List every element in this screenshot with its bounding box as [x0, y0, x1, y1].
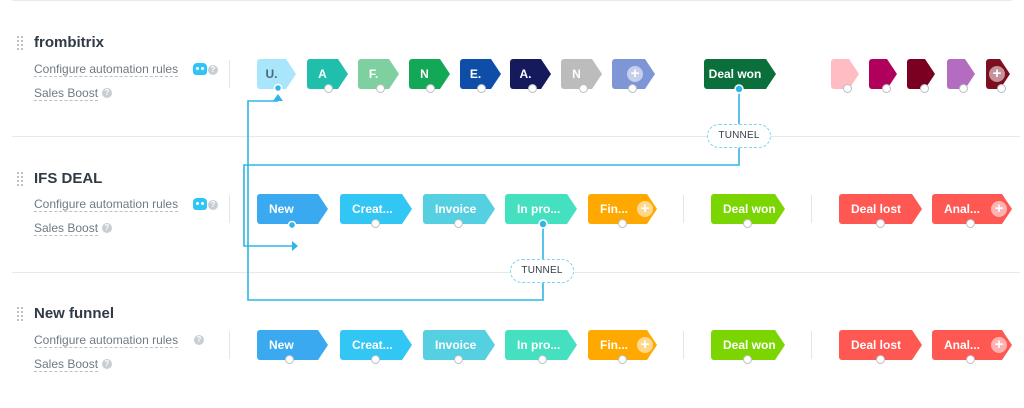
drag-handle-icon[interactable]	[17, 307, 25, 321]
stage-0[interactable]: U.	[257, 59, 296, 89]
stage-in-progress[interactable]: In pro...	[505, 194, 577, 224]
tunnel-badge[interactable]: TUNNEL	[707, 124, 771, 148]
configure-automation-link[interactable]: Configure automation rules	[34, 333, 179, 348]
stage-new[interactable]: New	[257, 330, 328, 360]
connector-dot[interactable]	[285, 355, 294, 364]
stage-deal-won[interactable]: Deal won	[704, 59, 776, 89]
funnel-ifs-deal: IFS DEAL Configure automation rules ? Sa…	[0, 136, 1024, 272]
connector-dot[interactable]	[324, 84, 333, 93]
connector-dot[interactable]	[528, 84, 537, 93]
help-icon[interactable]: ?	[208, 65, 218, 75]
connector-dot[interactable]	[371, 219, 380, 228]
connector-dot[interactable]	[743, 219, 752, 228]
plus-icon[interactable]: +	[991, 337, 1007, 353]
connector-dot[interactable]	[618, 355, 627, 364]
connector-dot[interactable]	[997, 84, 1006, 93]
connector-dot[interactable]	[454, 355, 463, 364]
sales-boost-link[interactable]: Sales Boost	[34, 357, 99, 372]
top-divider	[12, 0, 1012, 1]
funnel-new-funnel: New funnel Configure automation rules ? …	[0, 272, 1024, 408]
connector-dot[interactable]	[876, 219, 885, 228]
connector-dot[interactable]	[876, 355, 885, 364]
stage-new[interactable]: New	[257, 194, 328, 224]
funnel-title: frombitrix	[34, 34, 105, 51]
configure-automation-link[interactable]: Configure automation rules	[34, 197, 179, 212]
help-icon[interactable]: ?	[102, 359, 112, 369]
connector-dot[interactable]	[454, 219, 463, 228]
connector-dot[interactable]	[538, 355, 547, 364]
sales-boost-link[interactable]: Sales Boost	[34, 86, 99, 101]
robot-icon	[193, 198, 207, 210]
connector-dot[interactable]	[843, 84, 852, 93]
funnel-frombitrix: frombitrix Configure automation rules ? …	[0, 0, 1024, 136]
divider	[683, 331, 684, 359]
divider	[683, 195, 684, 223]
help-icon[interactable]: ?	[102, 223, 112, 233]
divider	[811, 331, 812, 359]
plus-icon[interactable]: +	[637, 337, 653, 353]
help-icon[interactable]: ?	[208, 200, 218, 210]
connector-dot[interactable]	[477, 84, 486, 93]
connector-dot[interactable]	[376, 84, 385, 93]
connector-dot[interactable]	[966, 355, 975, 364]
connector-dot[interactable]	[371, 355, 380, 364]
divider	[229, 60, 230, 88]
connector-dot[interactable]	[920, 84, 929, 93]
connector-dot[interactable]	[628, 84, 637, 93]
plus-icon[interactable]: +	[989, 66, 1005, 82]
robot-icon	[193, 63, 207, 75]
sales-boost-link[interactable]: Sales Boost	[34, 221, 99, 236]
drag-handle-icon[interactable]	[17, 36, 25, 50]
connector-dot[interactable]	[882, 84, 891, 93]
connector-dot[interactable]	[579, 84, 588, 93]
funnel-title: IFS DEAL	[34, 170, 103, 187]
connector-dot[interactable]	[426, 84, 435, 93]
help-icon[interactable]: ?	[194, 335, 204, 345]
plus-icon[interactable]: +	[627, 66, 643, 82]
divider	[229, 195, 230, 223]
divider	[811, 195, 812, 223]
configure-automation-link[interactable]: Configure automation rules	[34, 62, 179, 77]
drag-handle-icon[interactable]	[17, 172, 25, 186]
connector-dot[interactable]	[618, 219, 627, 228]
divider	[229, 331, 230, 359]
plus-icon[interactable]: +	[637, 201, 653, 217]
connector-dot[interactable]	[959, 84, 968, 93]
tunnel-badge[interactable]: TUNNEL	[510, 259, 574, 283]
connector-dot[interactable]	[743, 355, 752, 364]
help-icon[interactable]: ?	[102, 88, 112, 98]
plus-icon[interactable]: +	[991, 201, 1007, 217]
funnel-title: New funnel	[34, 305, 115, 322]
connector-dot[interactable]	[966, 219, 975, 228]
